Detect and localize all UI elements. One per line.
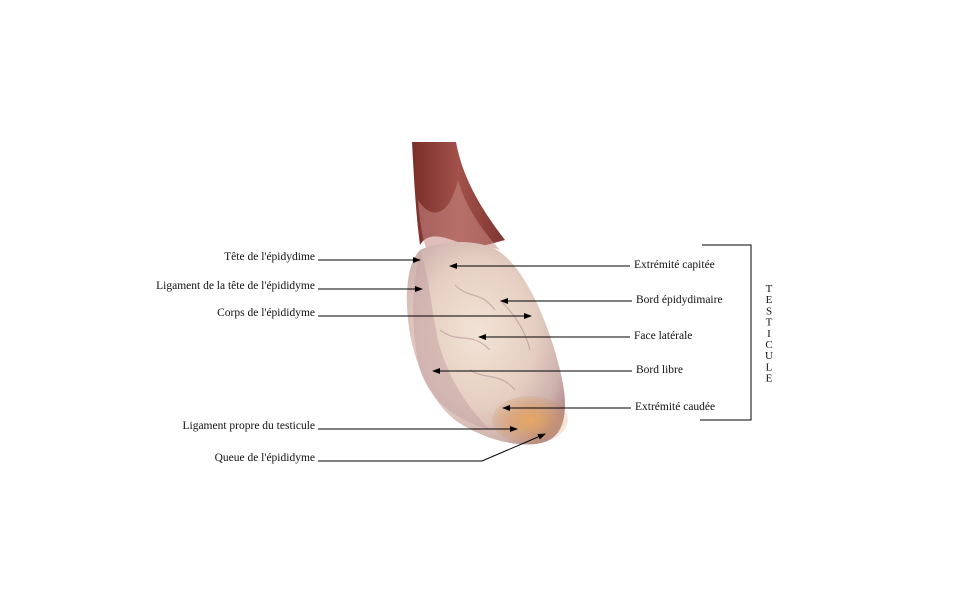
bracket-letter: E	[766, 294, 773, 306]
cord-membrane	[418, 180, 500, 255]
bracket-letter: E	[766, 373, 773, 385]
surface-veins	[439, 284, 531, 391]
bracket-letter: I	[767, 328, 771, 340]
bracket-letter: C	[765, 339, 772, 351]
label-bord-libre: Bord libre	[636, 364, 683, 376]
bracket-letter: L	[766, 361, 773, 373]
label-corps-epididyme: Corps de l'épididyme	[217, 307, 315, 319]
label-extremite-caudee: Extrémité caudée	[635, 401, 715, 413]
label-ligament-propre-testicule: Ligament propre du testicule	[182, 420, 315, 432]
label-ligament-tete-epididyme: Ligament de la tête de l'épididyme	[156, 280, 315, 292]
bracket-line	[700, 244, 752, 421]
bracket-letter: T	[766, 317, 773, 329]
bracket-letter: U	[765, 350, 773, 362]
right-annotations: Extrémité capitée Bord épidydimaire Face…	[432, 259, 723, 413]
label-tete-epididyme: Tête de l'épidydime	[224, 251, 315, 263]
bracket-letter: S	[766, 305, 772, 317]
label-bord-epidydimaire: Bord épidydimaire	[636, 294, 723, 306]
bracket-letter: T	[766, 283, 773, 295]
epididymis-shading	[413, 252, 490, 430]
label-queue-epididyme: Queue de l'épididyme	[215, 452, 315, 464]
label-face-laterale: Face latérale	[634, 330, 692, 342]
epididymis-tail	[492, 396, 568, 444]
testis-specimen-image	[406, 142, 568, 445]
left-annotations: Tête de l'épidydime Ligament de la tête …	[156, 251, 546, 464]
arrow-queue-epididyme	[318, 433, 546, 462]
label-extremite-capitee: Extrémité capitée	[634, 259, 715, 271]
